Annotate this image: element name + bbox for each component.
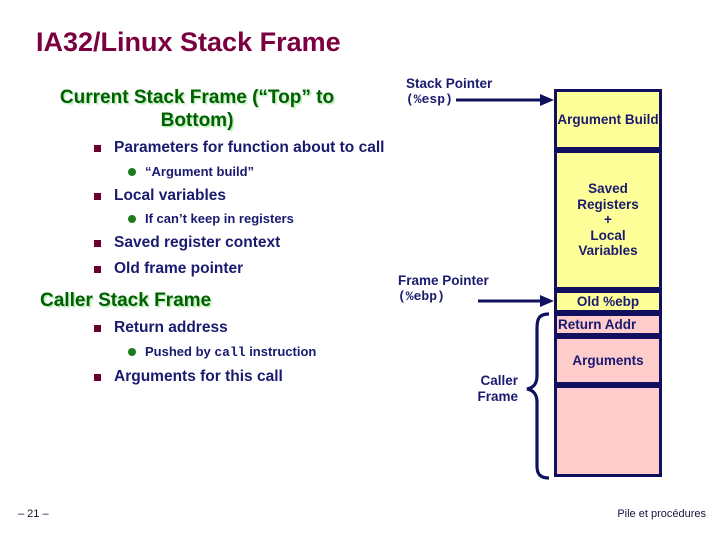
square-bullet-icon (94, 145, 101, 152)
heading-current-stack-frame: Current Stack Frame (“Top” to Bottom) (59, 87, 335, 131)
circle-bullet-icon (128, 167, 136, 176)
list-item-label: Old frame pointer (114, 259, 244, 277)
outline-content: Current Stack Frame (“Top” to Bottom) Pa… (32, 86, 402, 386)
circle-bullet-icon (128, 215, 136, 223)
stack-pointer-name: Stack Pointer (406, 76, 493, 91)
stack-box-return-addr: Return Addr (554, 313, 662, 336)
square-bullet-icon (94, 240, 101, 247)
caller-frame-label-line2: Frame (477, 389, 518, 404)
footer-page-number: – 21 – (18, 508, 49, 520)
square-bullet-icon (94, 265, 101, 273)
list-item: Parameters for function about to call (92, 139, 402, 158)
frame-pointer-label: Frame Pointer (%ebp) (398, 273, 489, 305)
frame-pointer-name: Frame Pointer (398, 273, 489, 288)
list-item-label: Return address (114, 319, 228, 336)
list-item: Return address (92, 319, 402, 338)
list-item-label-before: Pushed by (145, 343, 215, 359)
circle-bullet-icon (128, 347, 136, 356)
stack-box-arguments: Arguments (554, 336, 662, 385)
list-item-label: Parameters for function about to call (114, 139, 385, 156)
list-item-label: Local variables (114, 186, 227, 204)
list-item: If can’t keep in registers (128, 211, 402, 227)
page-title: IA32/Linux Stack Frame (36, 27, 341, 57)
stack-box-old-ebp: Old %ebp (554, 290, 662, 313)
square-bullet-icon (94, 192, 101, 200)
list-item: Local variables (92, 187, 402, 206)
list-item: Old frame pointer (92, 260, 402, 279)
stack-pointer-label: Stack Pointer (%esp) (406, 76, 492, 108)
list-item-label: Arguments for this call (114, 367, 283, 385)
caller-frame-label: Caller Frame (458, 373, 518, 405)
square-bullet-icon (94, 373, 101, 381)
frame-pointer-arrow (478, 295, 554, 307)
frame-pointer-register: (%ebp) (398, 289, 445, 304)
list-item-label: “Argument build” (145, 163, 255, 179)
square-bullet-icon (94, 325, 101, 332)
stack-pointer-register: (%esp) (406, 92, 453, 107)
list-item: Saved register context (92, 234, 402, 253)
list-item: Arguments for this call (92, 368, 402, 387)
footer-caption: Pile et procédures (617, 508, 706, 520)
list-item-label: Saved register context (114, 234, 281, 251)
caller-frame-brace (526, 312, 550, 480)
list-item: Pushed by call instruction (128, 344, 402, 361)
list-item-label: If can’t keep in registers (145, 211, 294, 226)
list-item-label-after: instruction (245, 343, 317, 359)
stack-box-empty (554, 385, 662, 477)
heading-caller-stack-frame: Caller Stack Frame (40, 290, 212, 311)
stack-box-argument-build: Argument Build (554, 89, 662, 150)
list-item: “Argument build” (128, 164, 402, 180)
caller-frame-label-line1: Caller (480, 373, 518, 388)
inline-code-call: call (214, 344, 246, 360)
